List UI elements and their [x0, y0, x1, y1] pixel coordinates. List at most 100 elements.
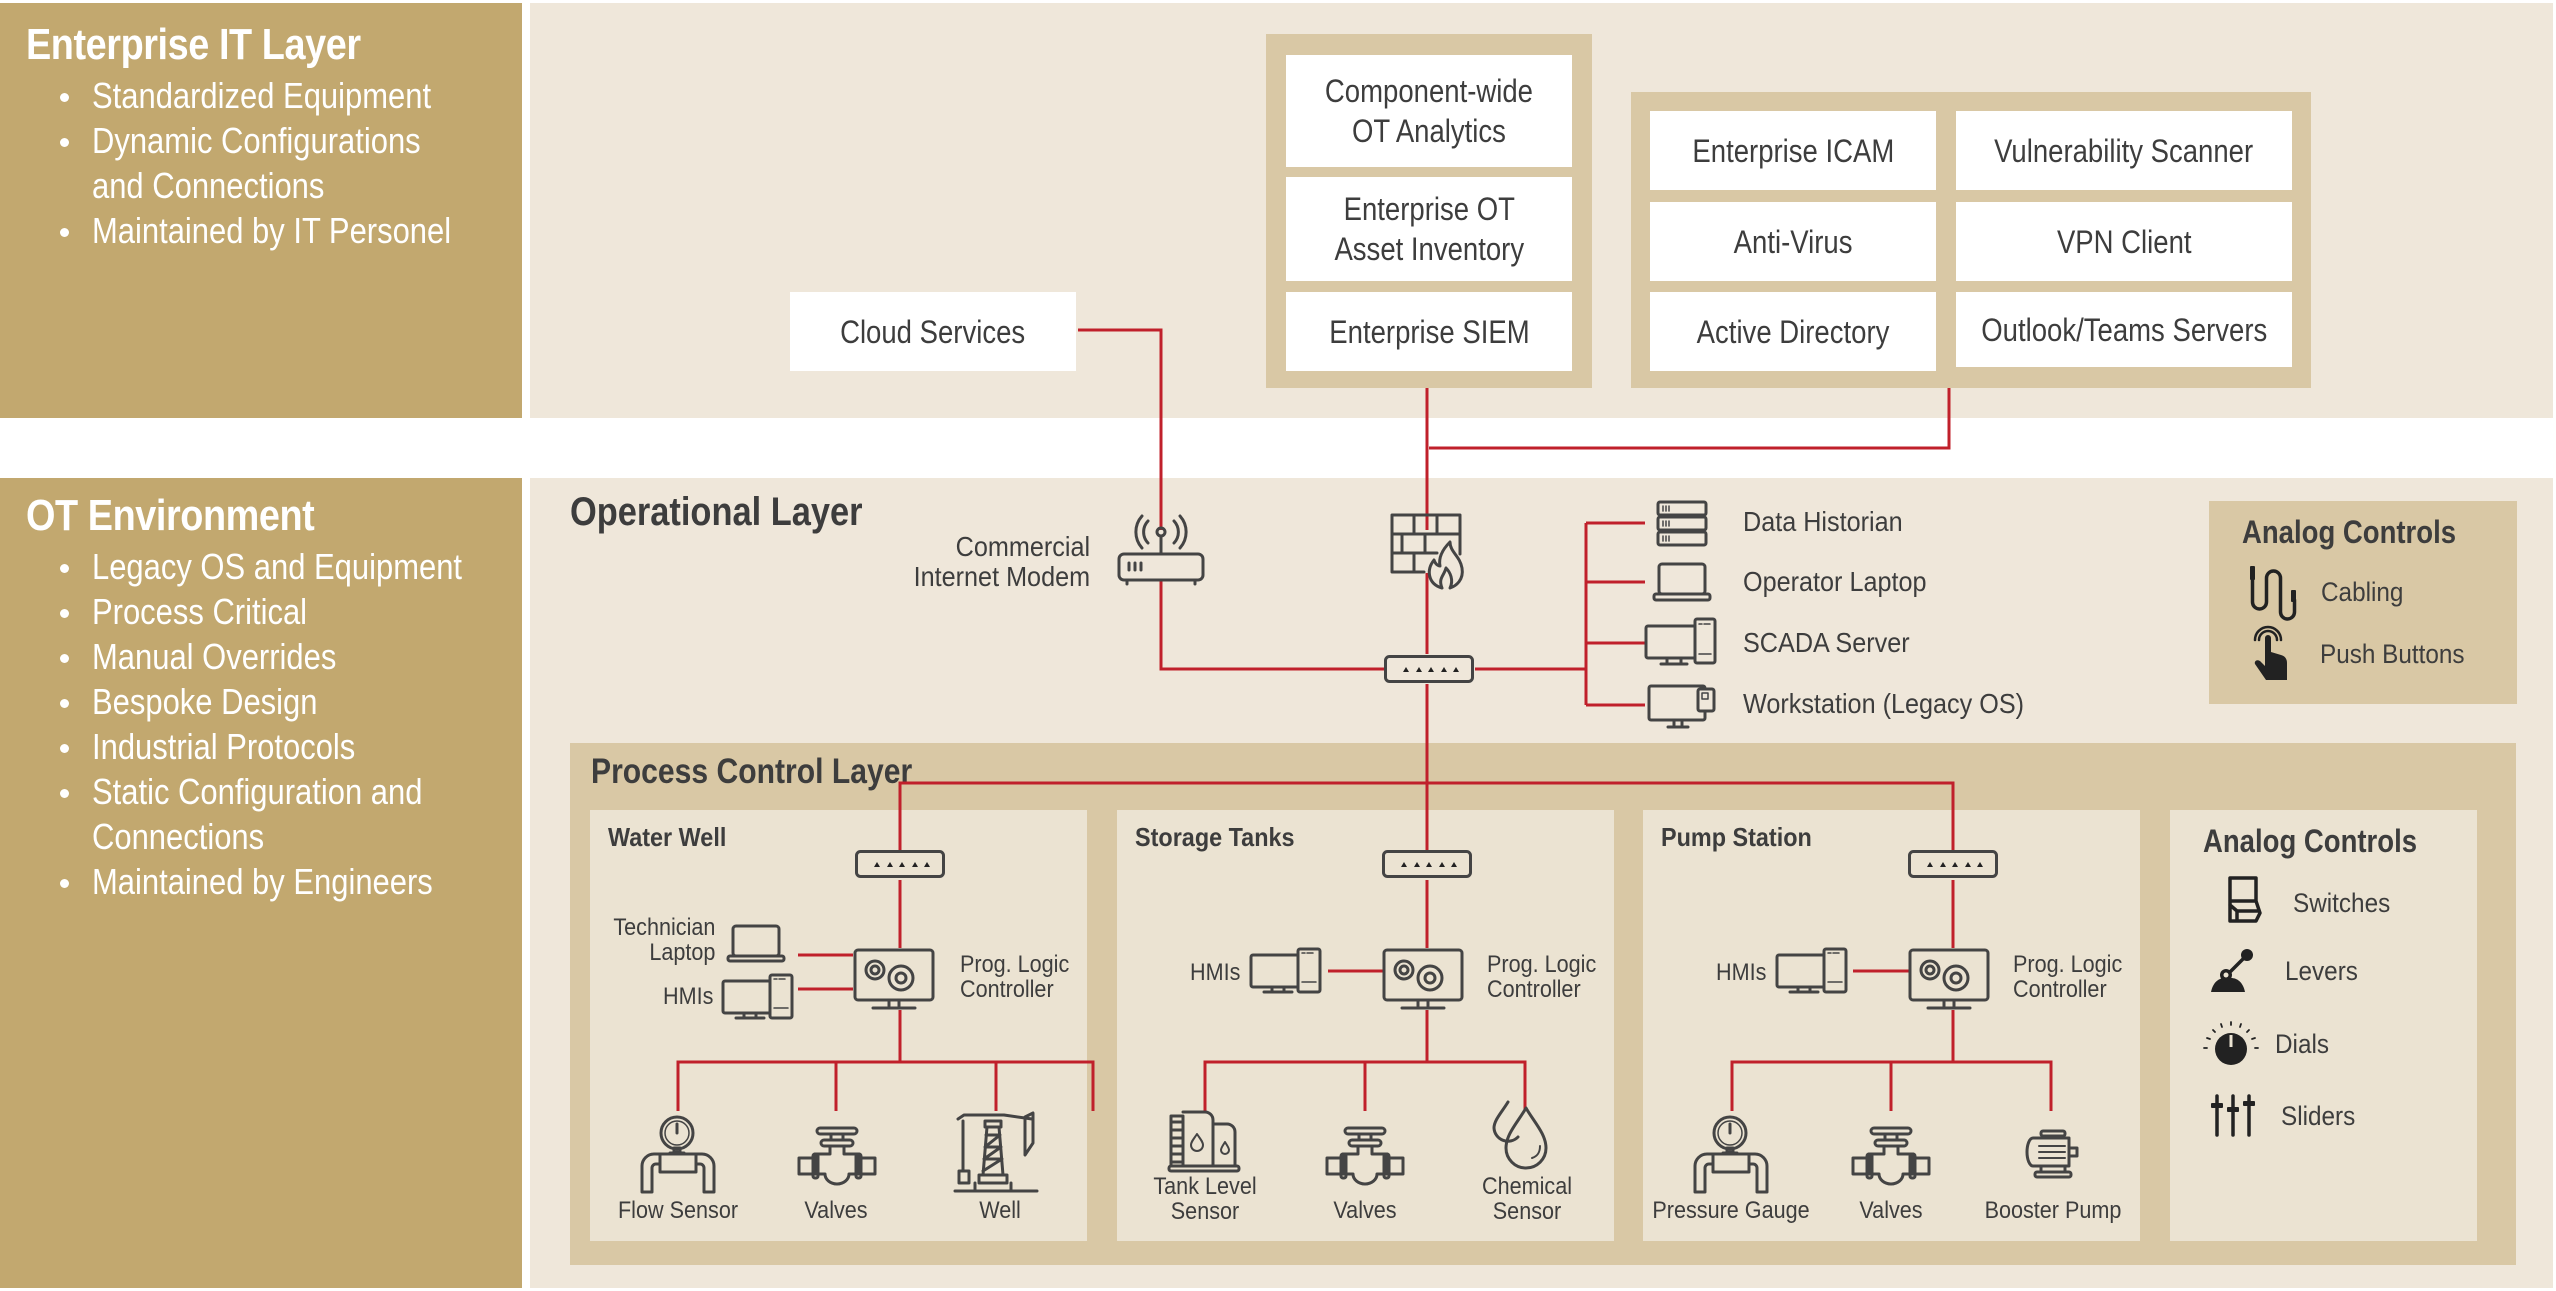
analog-item-label: Push Buttons: [2320, 638, 2465, 669]
device-label: SCADA Server: [1743, 627, 1910, 658]
field-device-label: Valves: [1859, 1197, 1923, 1224]
enterprise-it-panel: Enterprise IT Layer Standardized Equipme…: [0, 3, 522, 418]
lever-icon: [2211, 949, 2253, 992]
field-device-label: Pressure Gauge: [1652, 1197, 1810, 1224]
hmi-icon[interactable]: [1775, 947, 1848, 994]
hmi-label: HMIs: [1190, 959, 1241, 986]
flow-sensor-icon[interactable]: [638, 1115, 718, 1194]
bullet: Dynamic Configurations: [54, 118, 522, 163]
valve-icon[interactable]: [797, 1126, 877, 1186]
analog-item-label: Levers: [2285, 955, 2358, 986]
wire-services-siem: [1429, 388, 1951, 450]
bullet-continuation: and Connections: [92, 165, 325, 207]
valve-icon[interactable]: [1851, 1126, 1931, 1186]
laptop-icon[interactable]: [726, 924, 787, 963]
server-stack-icon[interactable]: [1656, 500, 1708, 547]
analog-item-dials: Dials: [2203, 1021, 2335, 1067]
site-title: Pump Station: [1661, 822, 1812, 852]
field-device-label: Tank Level Sensor: [1153, 1173, 1257, 1225]
device-label: Workstation (Legacy OS): [1743, 688, 2025, 719]
bullet: Maintained by IT Personel: [54, 208, 522, 253]
dial-icon: [2203, 1021, 2259, 1065]
operational-analog-content: Analog Controls Cabling Push Buttons: [2242, 514, 2491, 680]
field-device-label: Flow Sensor: [617, 1197, 739, 1224]
field-device-label: Chemical Sensor: [1481, 1173, 1573, 1225]
bullet: Standardized Equipment: [54, 73, 522, 118]
process-analog-content: Analog Controls Switches Levers Dials Sl…: [2203, 823, 2452, 1137]
bullet: Manual Overrides: [54, 634, 522, 679]
process-control-layer-title: Process Control Layer: [591, 752, 913, 791]
pumpjack-well-icon[interactable]: [953, 1111, 1039, 1193]
field-device-label: Valves: [804, 1197, 868, 1224]
firewall-icon[interactable]: [1390, 513, 1472, 590]
ot-environment-panel: OT Environment Legacy OS and Equipment P…: [0, 478, 522, 1288]
bullet: Static Configuration and: [54, 769, 522, 814]
bullet: Bespoke Design: [54, 679, 522, 724]
cable-icon: [2250, 566, 2297, 621]
analog-item-cabling: Cabling: [2247, 564, 2413, 621]
sliders-icon: [2211, 1094, 2255, 1137]
cloud-services-box[interactable]: Cloud Services: [790, 292, 1076, 371]
bullet: Maintained by Engineers: [54, 859, 522, 904]
pressure-gauge-icon[interactable]: [1691, 1115, 1771, 1194]
ot-analytics-box[interactable]: Component-wide OT Analytics: [1286, 55, 1572, 167]
field-device-label: Booster Pump: [1984, 1197, 2122, 1224]
analog-item-label: Switches: [2293, 887, 2391, 918]
valve-icon[interactable]: [1325, 1126, 1405, 1186]
plc-icon[interactable]: [853, 948, 935, 1010]
hmi-icon[interactable]: [1249, 947, 1322, 994]
laptop-icon[interactable]: [1652, 562, 1712, 603]
technician-laptop-label: Technician Laptop: [612, 914, 715, 966]
desktop-tower-icon[interactable]: [1644, 617, 1717, 666]
field-device-label: Well: [979, 1197, 1021, 1224]
modem-label: Commercial Internet Modem: [913, 531, 1090, 592]
siem-box[interactable]: Enterprise SIEM: [1286, 292, 1572, 371]
analog-item-label: Sliders: [2281, 1100, 2356, 1131]
analog-controls-title: Analog Controls: [2203, 823, 2418, 859]
icam-box[interactable]: Enterprise ICAM: [1650, 111, 1936, 190]
network-switch-icon[interactable]: [1384, 655, 1474, 683]
hmi-label: HMIs: [663, 983, 714, 1010]
network-switch-icon[interactable]: [1382, 850, 1472, 878]
vulnerability-scanner-box[interactable]: Vulnerability Scanner: [1956, 111, 2292, 190]
asset-inventory-box[interactable]: Enterprise OT Asset Inventory: [1286, 177, 1572, 281]
analog-item-label: Dials: [2275, 1028, 2330, 1059]
plc-icon[interactable]: [1908, 948, 1990, 1010]
vpn-client-box[interactable]: VPN Client: [1956, 202, 2292, 281]
plc-label: Prog. Logic Controller: [1487, 951, 1597, 1003]
enterprise-it-title: Enterprise IT Layer: [26, 20, 361, 69]
workstation-icon[interactable]: [1647, 684, 1718, 729]
active-directory-box[interactable]: Active Directory: [1650, 292, 1936, 371]
bullet: Industrial Protocols: [54, 724, 522, 769]
tank-level-sensor-icon[interactable]: [1167, 1108, 1241, 1173]
site-water-well: [590, 810, 1087, 1241]
analog-item-label: Cabling: [2321, 576, 2404, 607]
wire-ww-field: [676, 1060, 1095, 1111]
analog-item-sliders: Sliders: [2211, 1094, 2364, 1137]
plc-icon[interactable]: [1382, 948, 1464, 1010]
network-switch-icon[interactable]: [1908, 850, 1998, 878]
booster-pump-icon[interactable]: [2025, 1129, 2083, 1180]
switch-icon: [2228, 876, 2262, 923]
site-title: Storage Tanks: [1135, 822, 1295, 852]
field-device-label: Valves: [1333, 1197, 1397, 1224]
hmi-icon[interactable]: [721, 973, 794, 1020]
analog-item-push-buttons: Push Buttons: [2252, 625, 2481, 682]
wire-modem-switch: [1159, 580, 1385, 671]
enterprise-it-bullets: Standardized Equipment Dynamic Configura…: [54, 73, 522, 253]
bullet: Legacy OS and Equipment: [54, 544, 522, 589]
wire-pcl-bus: [898, 781, 1955, 853]
push-button-icon: [2253, 625, 2287, 680]
modem-icon[interactable]: [1115, 513, 1207, 586]
plc-label: Prog. Logic Controller: [960, 951, 1070, 1003]
bullet: Process Critical: [54, 589, 522, 634]
analog-controls-title: Analog Controls: [2242, 514, 2457, 550]
chemical-sensor-icon[interactable]: [1492, 1100, 1554, 1174]
operational-layer-title: Operational Layer: [570, 490, 863, 534]
anti-virus-box[interactable]: Anti-Virus: [1650, 202, 1936, 281]
network-switch-icon[interactable]: [855, 850, 945, 878]
device-label: Operator Laptop: [1743, 566, 1927, 597]
outlook-teams-box[interactable]: Outlook/Teams Servers: [1956, 292, 2292, 367]
site-storage-tanks: [1117, 810, 1614, 1241]
